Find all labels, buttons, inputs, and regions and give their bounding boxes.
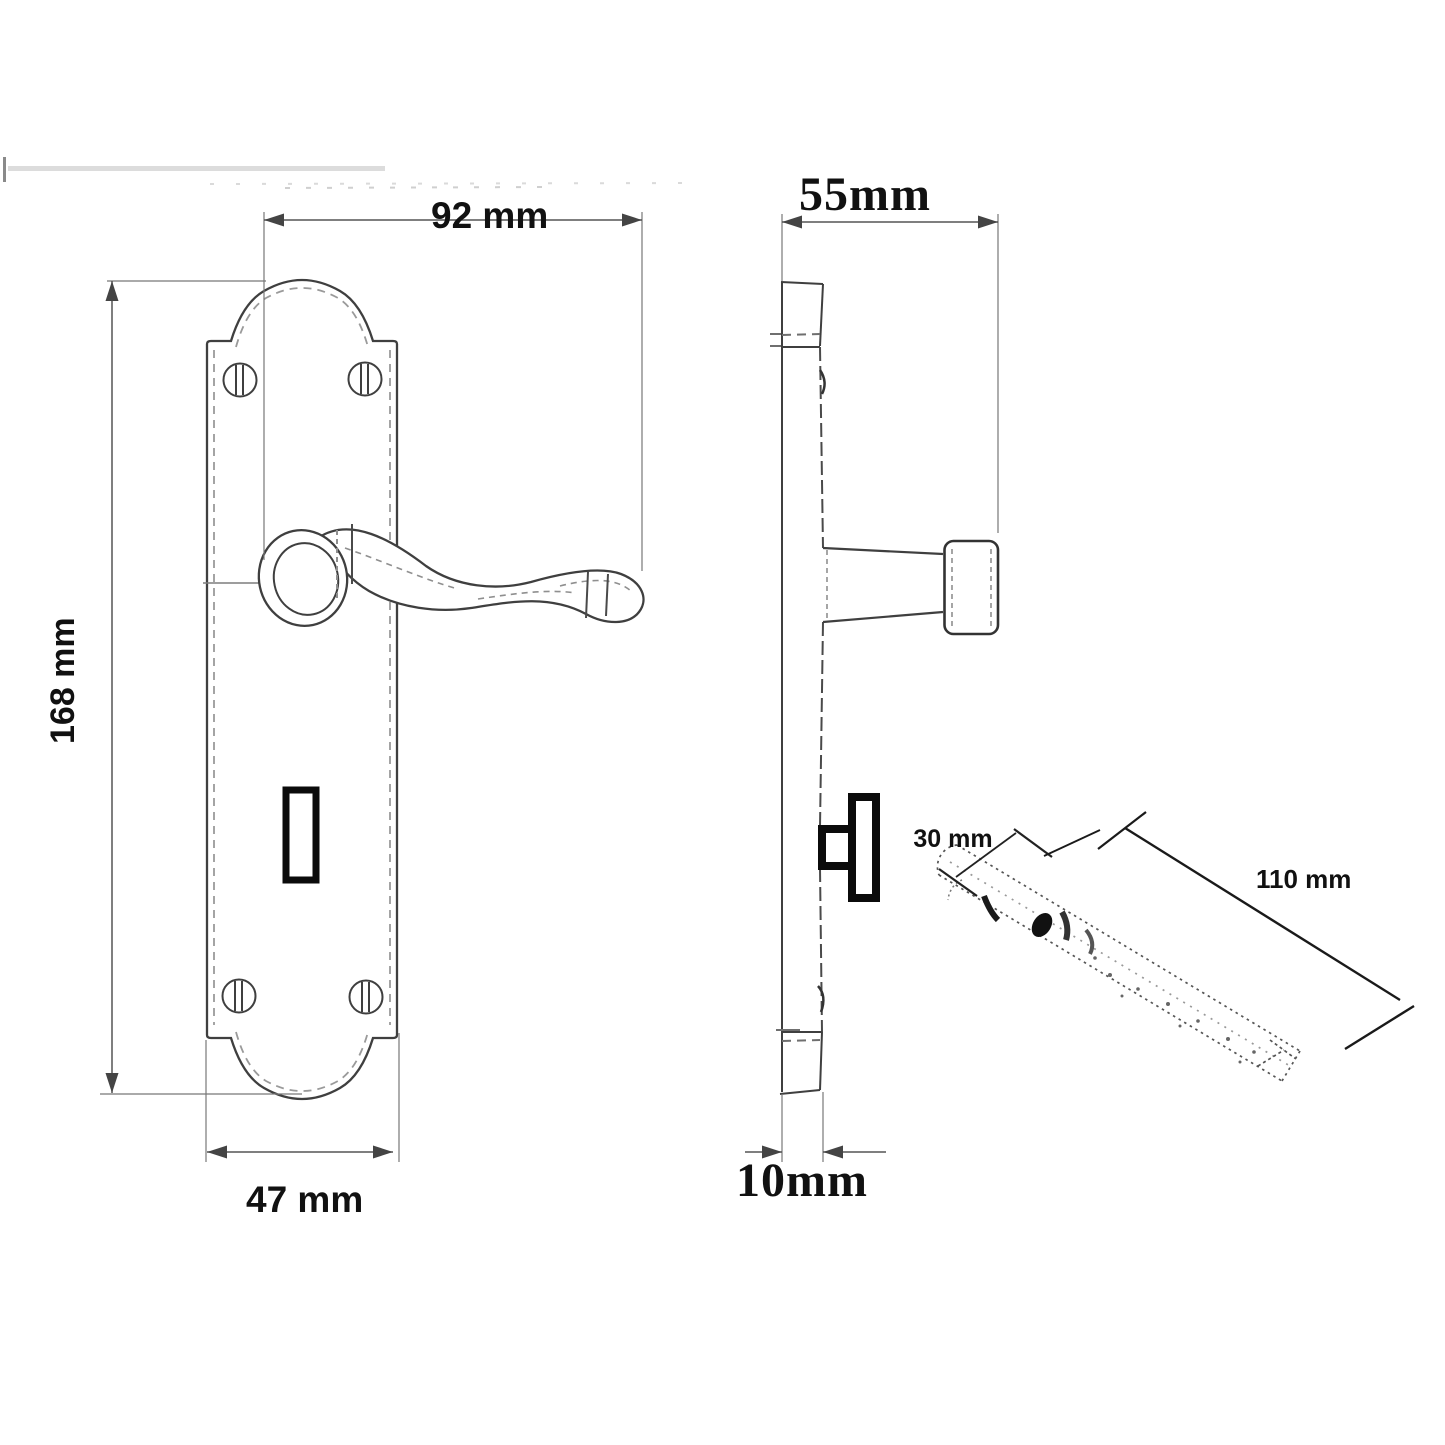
lever-arm-hidden-lines <box>344 547 632 600</box>
scan-noise <box>209 182 701 189</box>
spindle-bar <box>936 844 1301 1082</box>
lever-scroll-inner <box>272 542 340 616</box>
dimension-side-thickness <box>745 1092 886 1162</box>
front-height-label: 168 mm <box>44 617 82 744</box>
spindle-length-label: 110 mm <box>1256 864 1352 894</box>
lever-front <box>257 524 645 627</box>
dimension-side-depth <box>781 214 999 533</box>
side-turn-key <box>818 793 880 902</box>
side-view-drawing <box>745 214 1000 1162</box>
side-lever-knob <box>943 539 1000 636</box>
keyhole-slot <box>282 786 320 884</box>
screw-heads <box>221 361 384 1015</box>
scan-artifact-streak <box>8 166 385 171</box>
spindle-boss-marks <box>947 879 1095 955</box>
dimension-spindle-boss <box>938 828 1053 897</box>
front-width-label: 92 mm <box>431 195 549 236</box>
backplate-outline <box>205 278 399 1101</box>
spindle-boss-label: 30 mm <box>913 825 993 853</box>
side-depth-label: 55mm <box>799 168 931 221</box>
backplate-hidden-contour <box>213 287 391 1092</box>
dimension-front-height <box>100 280 302 1095</box>
spindle-sketch <box>936 811 1415 1082</box>
scan-artifact-mark <box>3 157 6 182</box>
dimension-front-plate-width <box>205 1033 400 1162</box>
lever-arm <box>316 528 645 624</box>
side-lever <box>822 539 1000 636</box>
dimension-spindle-length <box>1043 811 1415 1051</box>
side-plate-profile <box>770 281 826 1095</box>
front-view-drawing <box>100 212 645 1162</box>
lever-detail-ticks <box>336 524 609 619</box>
front-plate-width-label: 47 mm <box>246 1179 364 1220</box>
side-thickness-label: 10mm <box>736 1154 868 1207</box>
dimension-front-width <box>263 212 643 571</box>
spindle-speckles <box>1093 956 1256 1064</box>
